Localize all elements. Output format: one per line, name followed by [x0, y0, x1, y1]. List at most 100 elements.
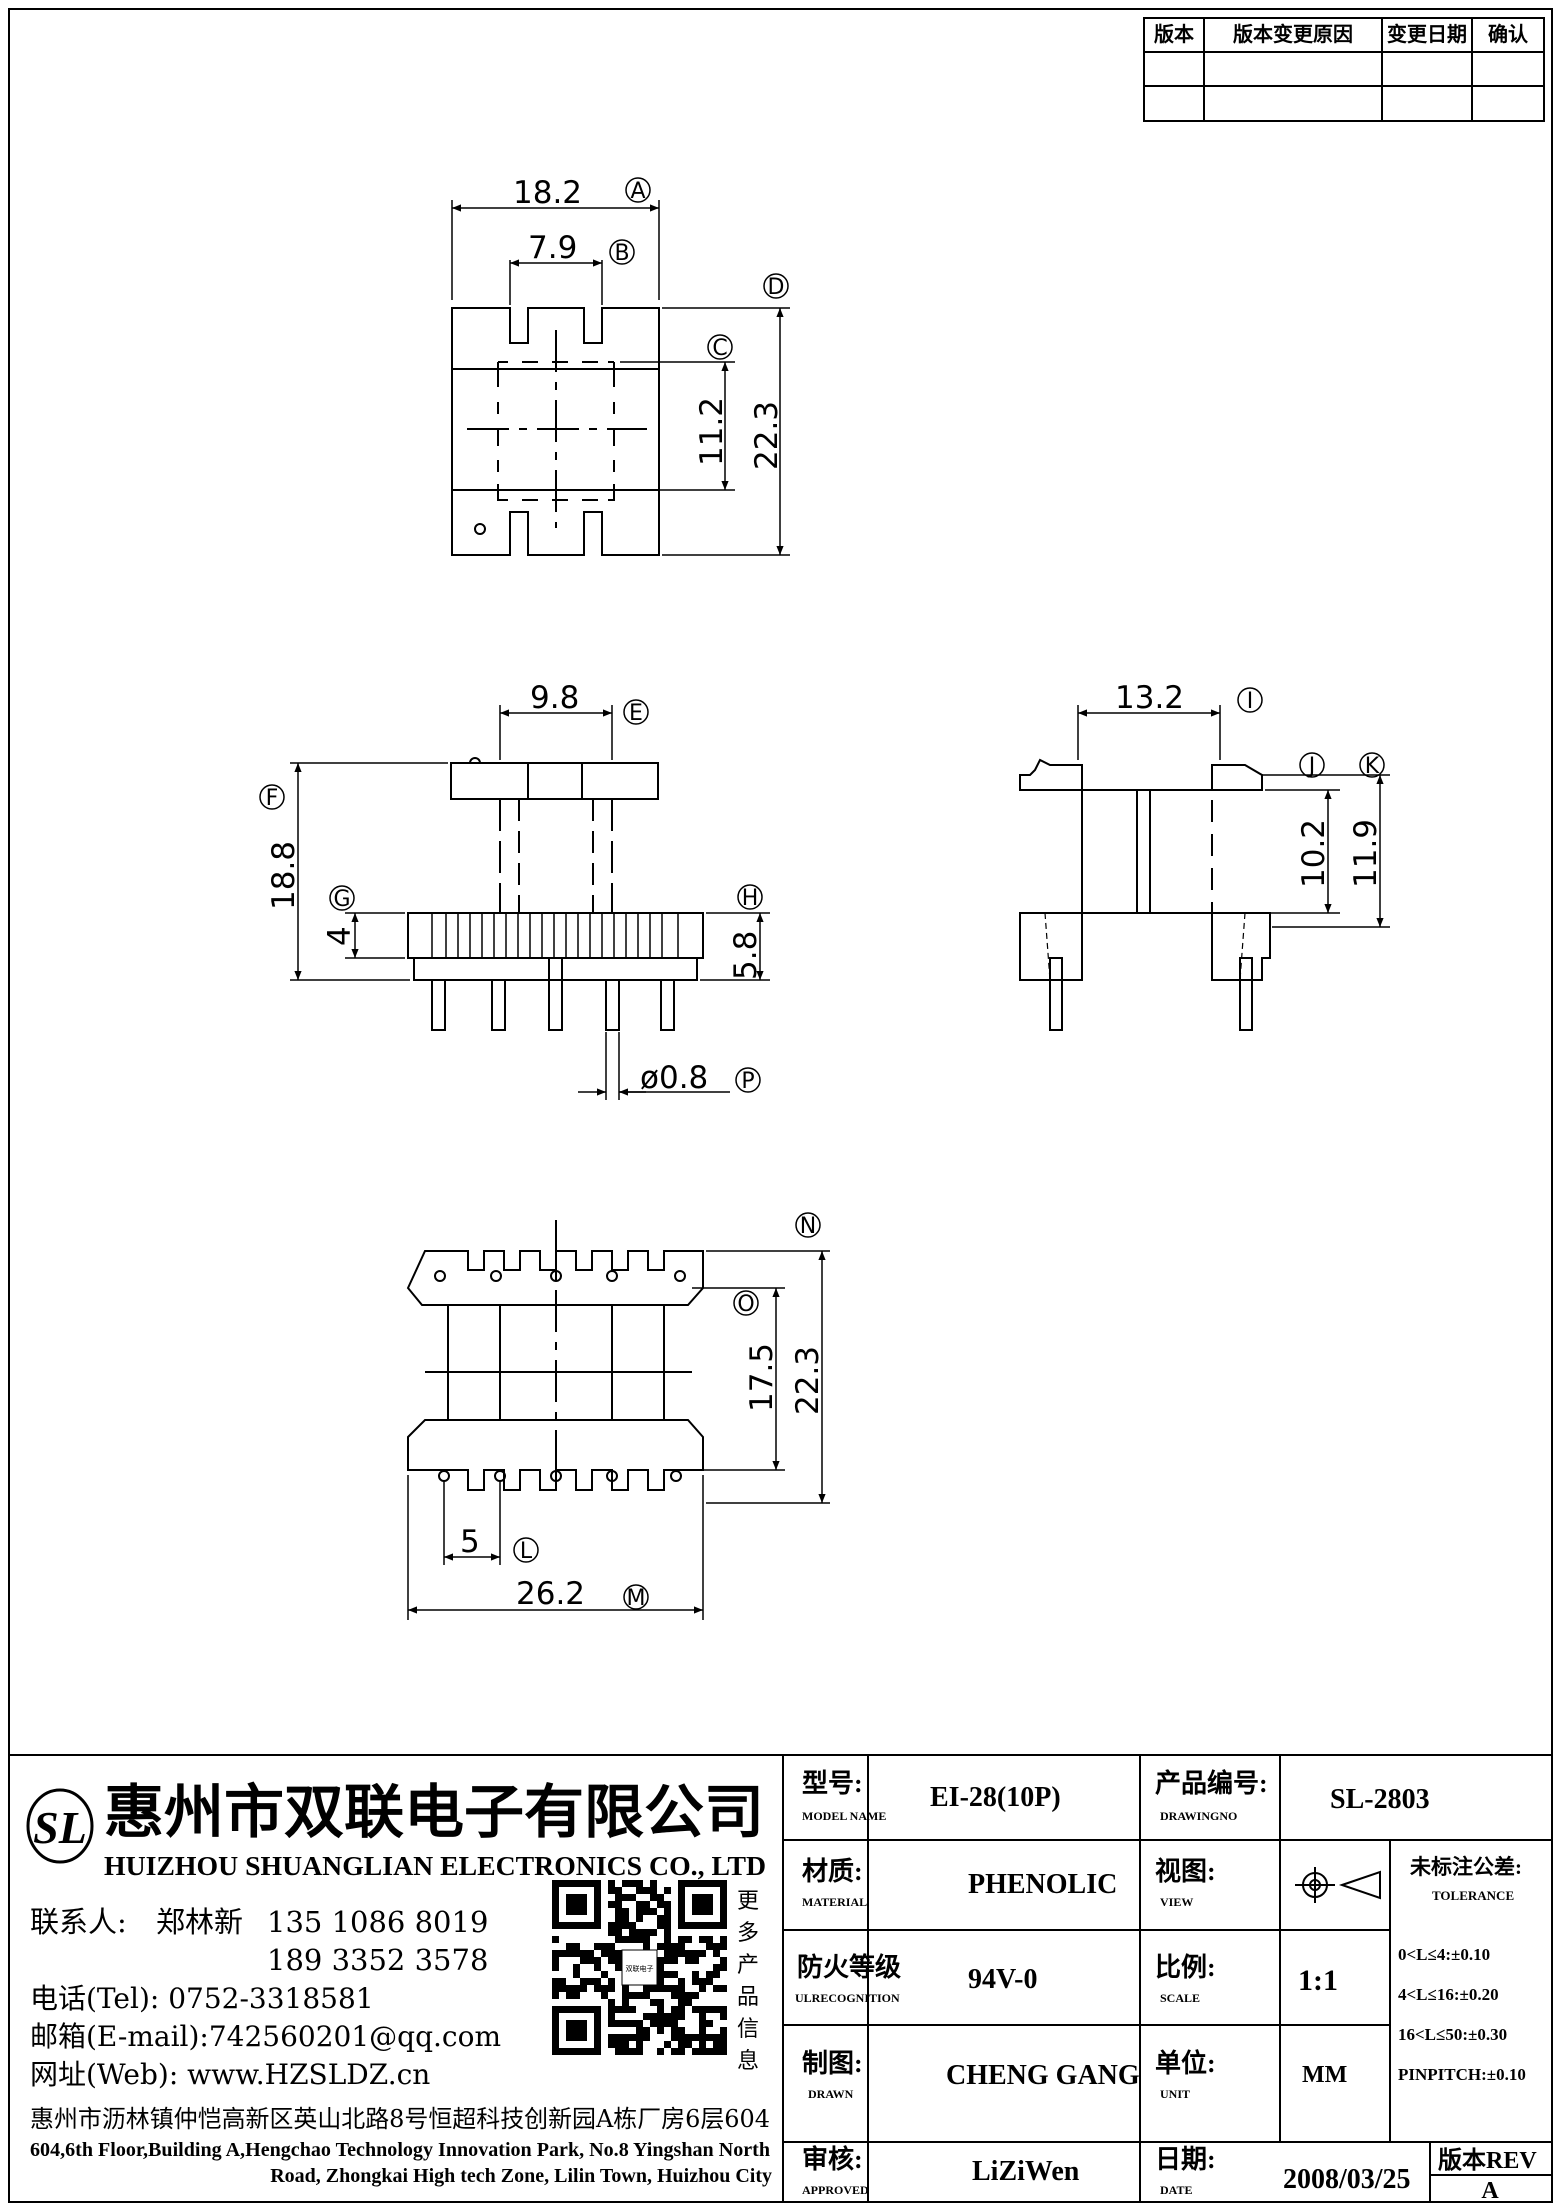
qr-module	[664, 1922, 671, 1929]
email: 邮箱(E-mail):742560201@qq.com	[30, 2020, 501, 2053]
qr-caption-6: 息	[737, 2049, 759, 2074]
qr-module	[664, 1936, 671, 1943]
qr-module	[720, 2041, 727, 2048]
top-view	[451, 200, 790, 556]
qr-module	[664, 1915, 671, 1922]
qr-module	[594, 1957, 601, 1964]
qr-module	[629, 2006, 636, 2013]
unit-label: 单位:	[1155, 2048, 1216, 2078]
qr-module	[699, 2041, 706, 2048]
qr-module	[622, 1894, 629, 1901]
drawing-label: 产品编号:	[1155, 1768, 1268, 1798]
qr-module	[685, 1992, 692, 1999]
rev-header-date: 变更日期	[1387, 22, 1467, 46]
qr-module	[713, 1950, 720, 1957]
model-value: EI-28(10P)	[930, 1782, 1061, 1813]
qr-module	[573, 1964, 580, 1971]
qr-module	[706, 1943, 713, 1950]
qr-module	[713, 1985, 720, 1992]
qr-module	[713, 1971, 720, 1978]
qr-module	[622, 2041, 629, 2048]
model-cell: 型号: MODEL NAME EI-28(10P)	[802, 1769, 1061, 1823]
qr-module	[720, 2027, 727, 2034]
view-label: 视图:	[1155, 1857, 1216, 1886]
qr-module	[615, 2048, 622, 2055]
qr-module	[636, 2048, 643, 2055]
drawn-label: 制图:	[802, 2049, 863, 2078]
dim-o-value: 17.5	[744, 1343, 780, 1412]
qr-module	[678, 1950, 685, 1957]
flame-label: 防火等级	[797, 1952, 901, 1982]
address-en-2: Road, Zhongkai High tech Zone, Lilin Tow…	[270, 2165, 772, 2187]
tolerance-label-en: TOLERANCE	[1432, 1888, 1514, 1903]
scale-value: 1:1	[1298, 1964, 1338, 1997]
scale-cell: 比例: SCALE 1:1	[1155, 1953, 1338, 2005]
qr-module	[615, 1957, 622, 1964]
qr-module	[657, 1957, 664, 1964]
qr-module	[643, 2034, 650, 2041]
drawing-value: SL-2803	[1330, 1784, 1430, 1815]
qr-module	[706, 2006, 713, 2013]
qr-module	[671, 2020, 678, 2027]
qr-module	[608, 2020, 615, 2027]
qr-module	[601, 1971, 608, 1978]
dim-l-tag: L	[520, 1539, 533, 1564]
dim-c-value: 11.2	[694, 397, 730, 466]
qr-module	[559, 1978, 566, 1985]
side-view-dims: 13.2 I J 10.2 K 11.9	[1115, 680, 1385, 888]
rev-label: 版本REV	[1438, 2147, 1537, 2174]
qr-module	[699, 2006, 706, 2013]
qr-module	[629, 1929, 636, 1936]
qr-module	[615, 1929, 622, 1936]
tolerance-2: 4<L≤16:±0.20	[1398, 1985, 1499, 2004]
drawing-label-en: DRAWINGNO	[1160, 1809, 1237, 1823]
material-cell: 材质: MATERIAL PHENOLIC	[802, 1857, 1117, 1909]
qr-module	[699, 1950, 706, 1957]
qr-module	[615, 1915, 622, 1922]
front-view	[290, 705, 770, 1100]
qr-module	[615, 1887, 622, 1894]
dim-a-tag: A	[630, 179, 645, 204]
qr-module	[615, 1950, 622, 1957]
qr-module	[678, 2013, 685, 2020]
rev-header-version: 版本	[1154, 22, 1194, 46]
company-name-en: HUIZHOU SHUANGLIAN ELECTRONICS CO., LTD	[104, 1851, 766, 1881]
qr-module	[671, 1992, 678, 1999]
qr-module	[636, 2027, 643, 2034]
qr-module	[629, 1894, 636, 1901]
qr-caption-1: 更	[737, 1889, 759, 1914]
qr-finder	[692, 1894, 713, 1915]
qr-code: 双联电子	[552, 1880, 727, 2055]
material-label-en: MATERIAL	[802, 1895, 867, 1909]
qr-module	[713, 2034, 720, 2041]
qr-module	[650, 1929, 657, 1936]
dim-d-tag: D	[768, 275, 785, 300]
qr-module	[699, 1985, 706, 1992]
qr-module	[629, 1880, 636, 1887]
qr-module	[678, 1978, 685, 1985]
qr-module	[720, 1943, 727, 1950]
dim-h-tag: H	[742, 886, 759, 911]
qr-module	[629, 1992, 636, 1999]
qr-module	[720, 1985, 727, 1992]
qr-module	[685, 1936, 692, 1943]
qr-module	[587, 1978, 594, 1985]
qr-module	[678, 1943, 685, 1950]
tolerance-label: 未标注公差:	[1410, 1855, 1522, 1879]
qr-module	[636, 1887, 643, 1894]
qr-module	[657, 1985, 664, 1992]
qr-module	[608, 2013, 615, 2020]
qr-module	[664, 1929, 671, 1936]
qr-module	[643, 2013, 650, 2020]
qr-module	[678, 2048, 685, 2055]
dim-g-tag: G	[333, 887, 350, 912]
qr-module	[636, 2034, 643, 2041]
dim-d-value: 22.3	[749, 401, 785, 470]
qr-module	[678, 2034, 685, 2041]
qr-module	[559, 1985, 566, 1992]
qr-module	[608, 1929, 615, 1936]
qr-module	[650, 1985, 657, 1992]
phone-2: 189 3352 3578	[267, 1943, 488, 1977]
dim-h-value: 5.8	[728, 931, 764, 980]
